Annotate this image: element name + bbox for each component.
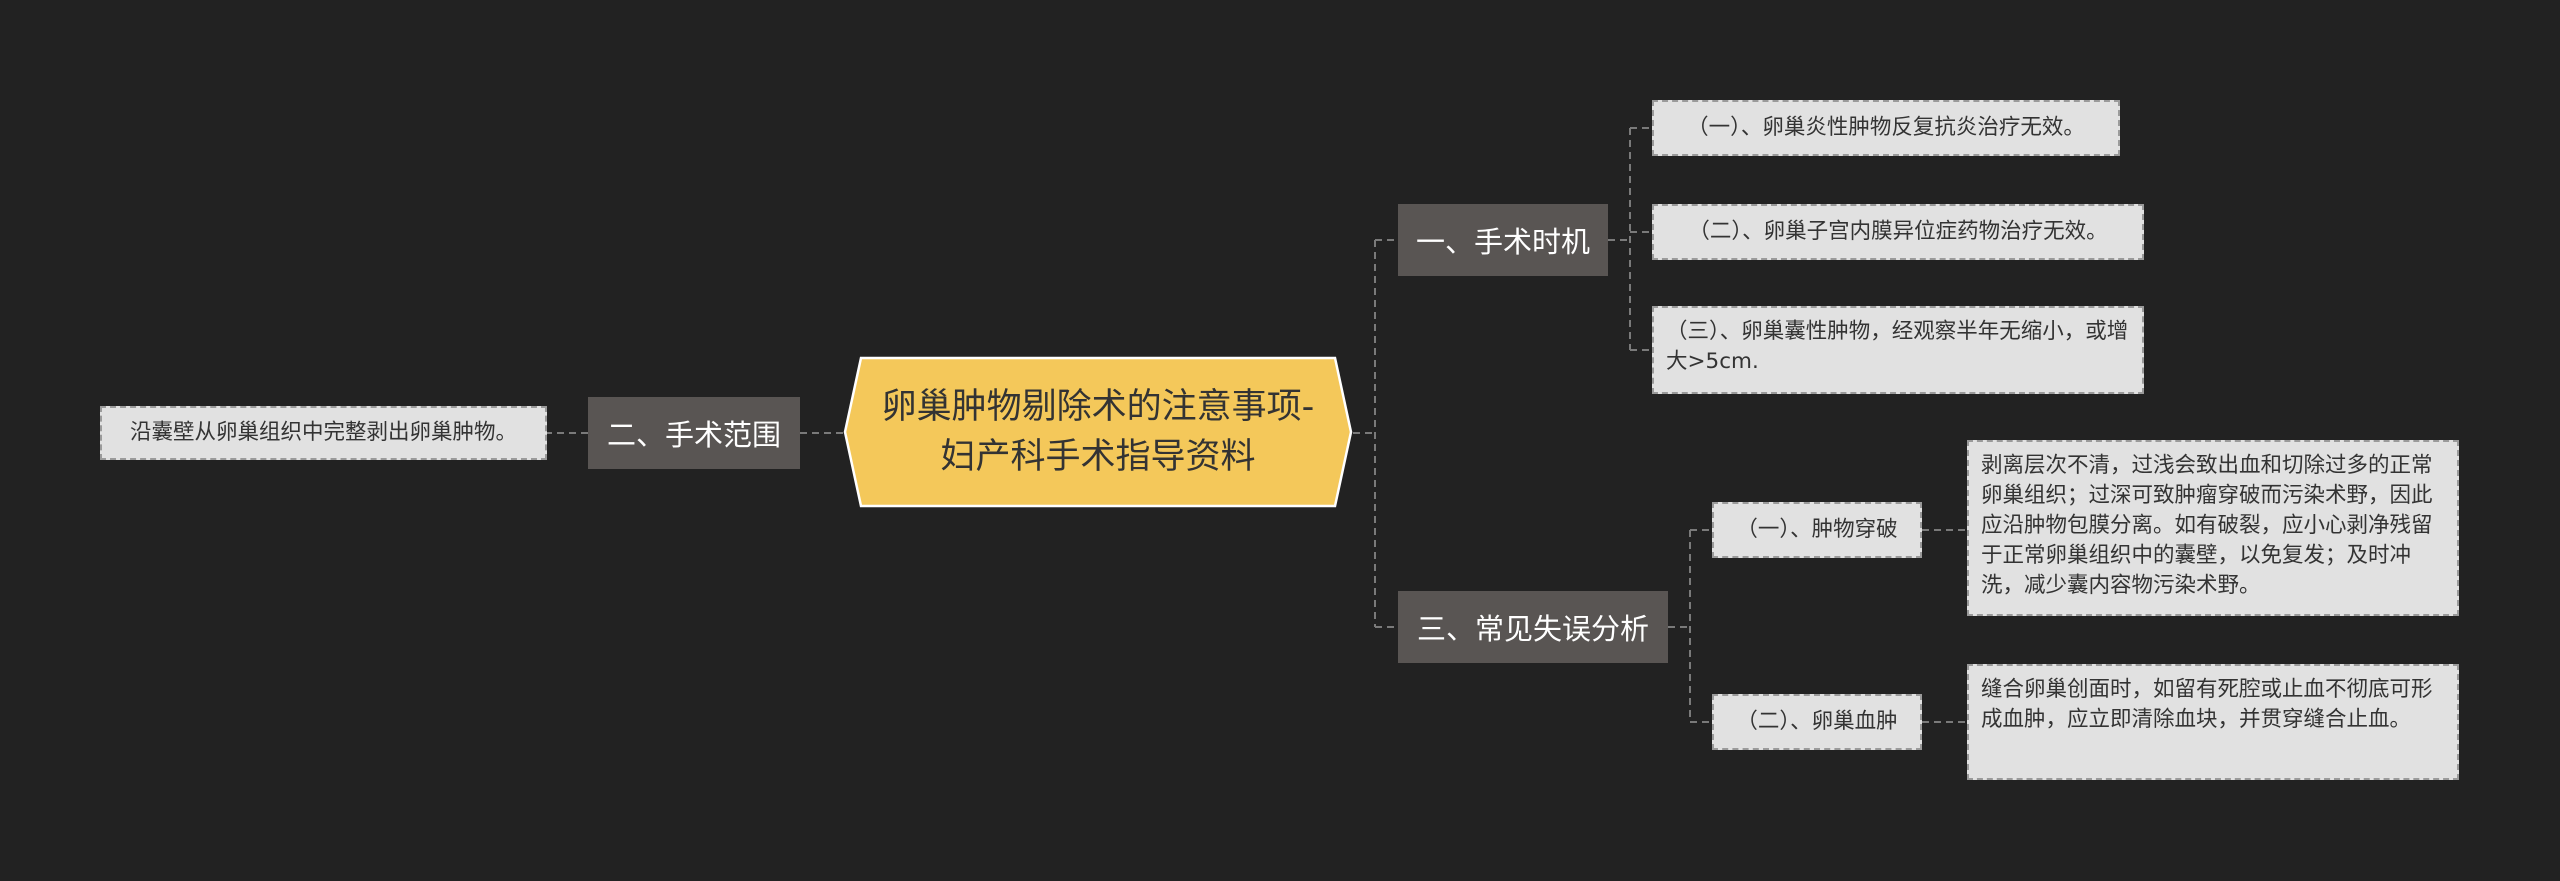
errors-sub-rupture[interactable]: （一）、肿物穿破: [1712, 502, 1922, 558]
root-title: 卵巢肿物剔除术的注意事项-妇产科手术指导资料: [881, 387, 1315, 477]
topic-surgical-scope[interactable]: 二、手术范围: [588, 397, 800, 469]
topic-common-errors[interactable]: 三、常见失误分析: [1398, 591, 1668, 663]
timing-leaf-3[interactable]: （三）、卵巢囊性肿物，经观察半年无缩小，或增大>5cm.: [1652, 306, 2144, 394]
root-topic[interactable]: 卵巢肿物剔除术的注意事项-妇产科手术指导资料: [843, 356, 1353, 508]
errors-sub-rupture-detail[interactable]: 剥离层次不清，过浅会致出血和切除过多的正常卵巢组织；过深可致肿瘤穿破而污染术野，…: [1967, 440, 2459, 616]
errors-sub-hematoma-detail[interactable]: 缝合卵巢创面时，如留有死腔或止血不彻底可形成血肿，应立即清除血块，并贯穿缝合止血…: [1967, 664, 2459, 780]
errors-sub-hematoma[interactable]: （二）、卵巢血肿: [1712, 694, 1922, 750]
timing-leaf-1[interactable]: （一）、卵巢炎性肿物反复抗炎治疗无效。: [1652, 100, 2120, 156]
root-hexagon-shape: [843, 356, 1353, 508]
timing-leaf-2[interactable]: （二）、卵巢子宫内膜异位症药物治疗无效。: [1652, 204, 2144, 260]
topic-surgical-timing[interactable]: 一、手术时机: [1398, 204, 1608, 276]
scope-leaf[interactable]: 沿囊壁从卵巢组织中完整剥出卵巢肿物。: [100, 406, 547, 460]
